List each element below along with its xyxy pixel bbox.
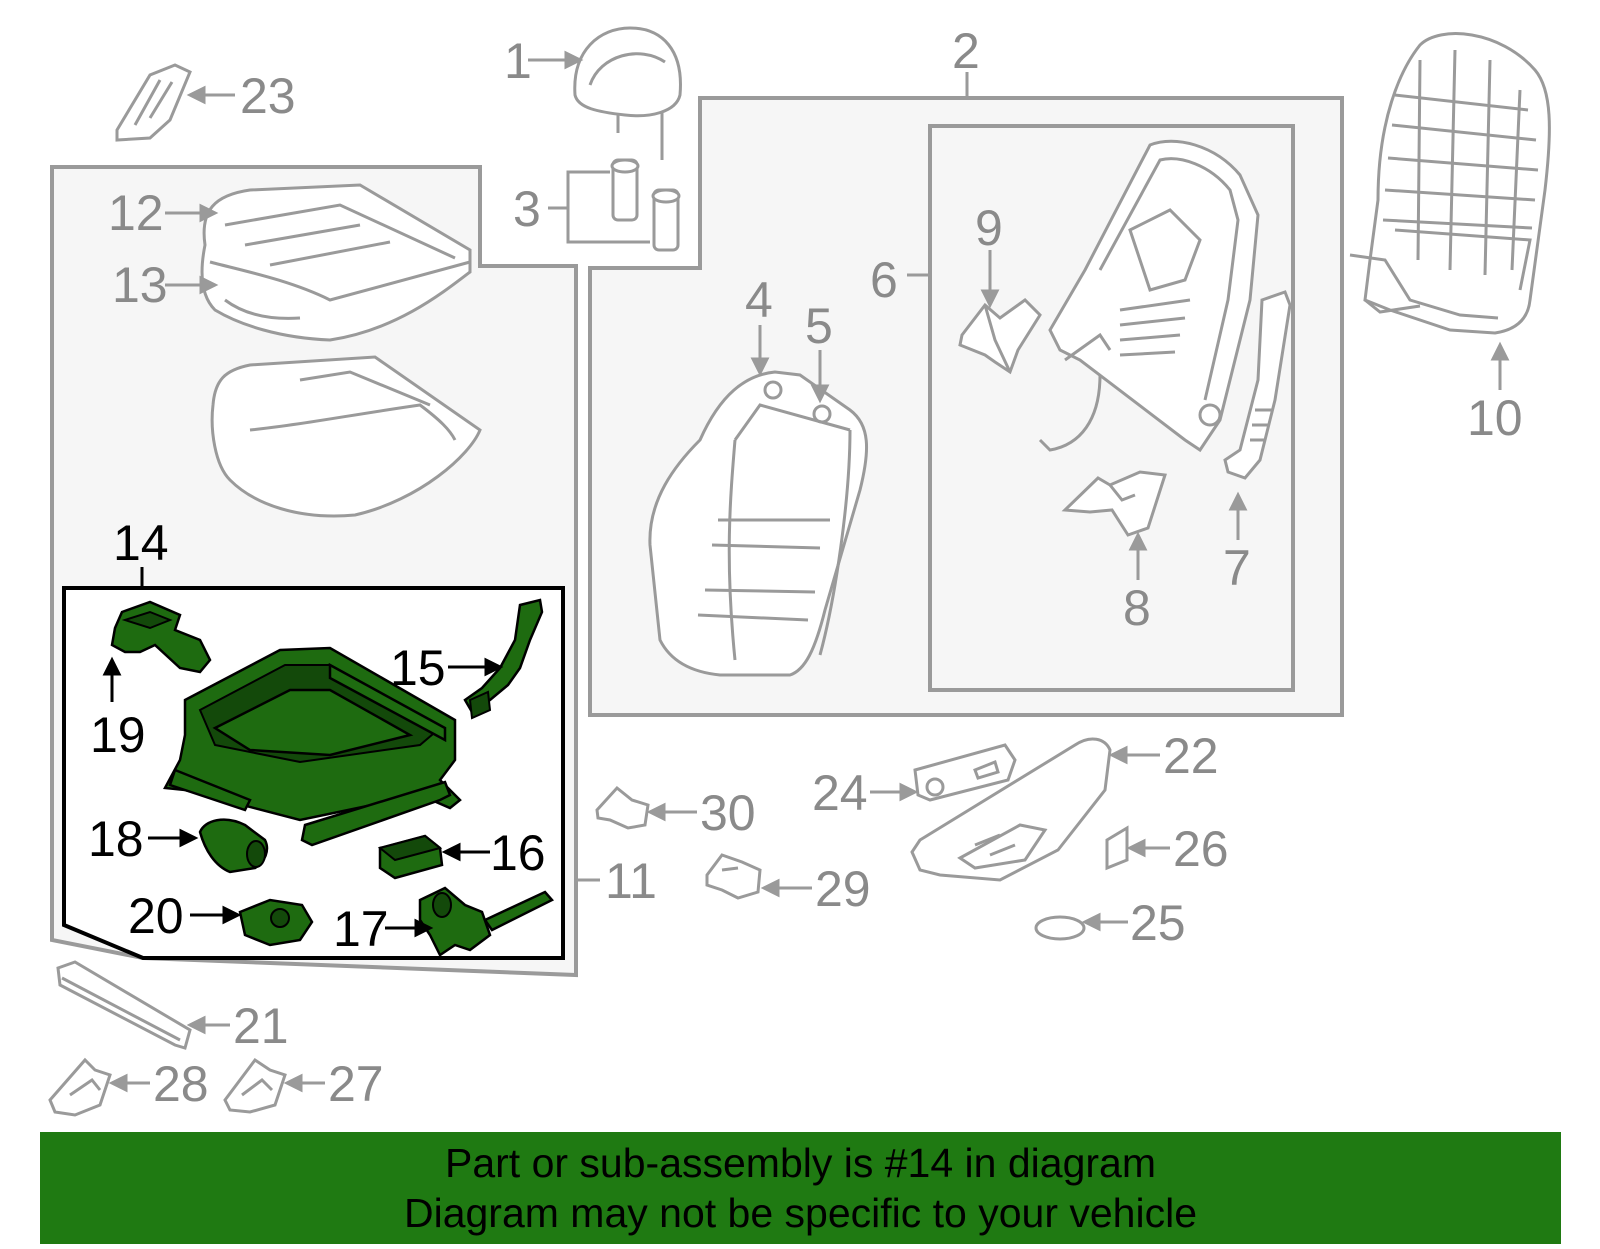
callout-7: 7 — [1223, 540, 1251, 596]
cushion-pad-part — [210, 355, 482, 518]
callout-24: 24 — [812, 765, 868, 821]
headrest-guide-parts — [548, 158, 681, 252]
seatback-panel-part-10 — [1349, 32, 1551, 335]
callout-10: 10 — [1467, 390, 1523, 446]
callout-4: 4 — [745, 272, 773, 328]
callout-3: 3 — [513, 181, 541, 237]
cover-part-27 — [223, 1057, 287, 1114]
headrest-part — [573, 26, 682, 160]
part-26 — [1105, 825, 1129, 871]
bracket-part-8 — [1061, 470, 1167, 537]
callout-14: 14 — [113, 515, 169, 571]
callout-6: 6 — [870, 252, 898, 308]
switch-part-24 — [913, 743, 1017, 802]
callout-13: 13 — [112, 257, 168, 313]
callout-17: 17 — [333, 901, 389, 957]
callout-28: 28 — [153, 1056, 209, 1112]
callout-23: 23 — [240, 68, 296, 124]
callout-22: 22 — [1163, 728, 1219, 784]
callout-25: 25 — [1130, 895, 1186, 951]
callout-20: 20 — [128, 888, 184, 944]
callout-16: 16 — [490, 825, 546, 881]
banner-line-1: Part or sub-assembly is #14 in diagram — [445, 1140, 1156, 1186]
seat-track-assembly-highlight — [163, 646, 462, 847]
seatback-cover-part — [648, 370, 869, 677]
callout-29: 29 — [815, 861, 871, 917]
callout-21: 21 — [233, 998, 289, 1054]
cushion-cover-part — [200, 183, 472, 342]
clip-part-30 — [595, 785, 650, 830]
leader-lines — [108, 50, 1510, 1093]
callout-5: 5 — [805, 298, 833, 354]
gear-part-20-highlight — [238, 898, 314, 947]
callout-19: 19 — [90, 707, 146, 763]
banner-line-2: Diagram may not be specific to your vehi… — [403, 1190, 1197, 1236]
side-trim-part-22 — [910, 737, 1112, 882]
callout-2: 2 — [952, 23, 980, 79]
seat-parts-diagram: 1 2 3 4 5 6 7 8 9 10 11 12 13 14 15 16 1… — [48, 23, 1551, 1117]
callout-1: 1 — [504, 33, 532, 89]
callout-12: 12 — [108, 185, 164, 241]
callout-15: 15 — [390, 640, 446, 696]
info-banner: Part or sub-assembly is #14 in diagram D… — [40, 1132, 1561, 1244]
motor-part-18-highlight — [198, 818, 269, 874]
bracket-part-9 — [958, 298, 1042, 375]
motor-part-19-highlight — [110, 600, 212, 674]
clip-part-29 — [705, 853, 762, 900]
callout-27: 27 — [328, 1056, 384, 1112]
callout-9: 9 — [975, 200, 1003, 256]
module-part-16-highlight — [377, 834, 444, 880]
trim-strip-part-21 — [56, 960, 192, 1050]
leader-lines-highlight — [102, 567, 504, 938]
callout-11: 11 — [605, 853, 657, 909]
callout-30: 30 — [700, 785, 756, 841]
callout-18: 18 — [88, 811, 144, 867]
seatback-frame-part — [1038, 139, 1260, 453]
part-25-ring — [1034, 915, 1086, 941]
seatback-strip-part-7 — [1223, 290, 1292, 480]
cover-part-28 — [48, 1057, 112, 1117]
callout-8: 8 — [1123, 580, 1151, 636]
callout-26: 26 — [1173, 821, 1229, 877]
bracket-part-23 — [115, 63, 192, 142]
